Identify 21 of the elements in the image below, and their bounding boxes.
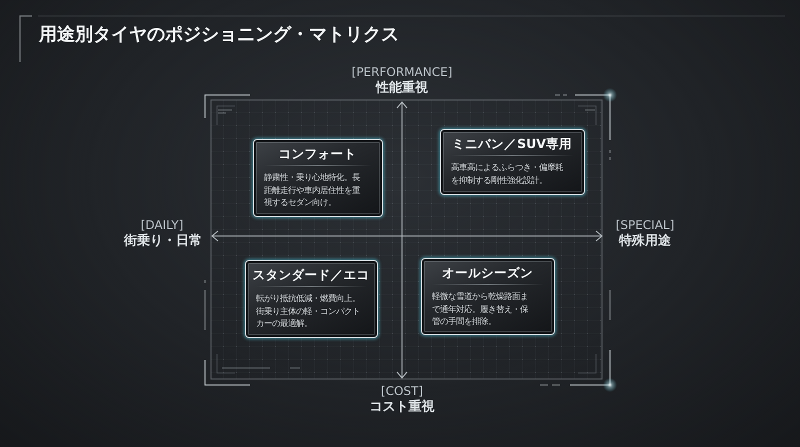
axis-label: 性能重視 [376, 81, 428, 96]
axis-label: 街乗り・日常 [124, 234, 202, 249]
box-text: 転がり抵抗低減・燃費向上。街乗り主体の軽・コンパクトカーの最適解。 [256, 292, 361, 330]
box-title: スタンダード／エコ [252, 267, 370, 283]
axis-label: [SPECIAL] [616, 219, 674, 233]
axis-label: コスト重視 [370, 400, 434, 416]
quadrant-box [253, 139, 383, 217]
axis-label: 特殊用途 [619, 234, 671, 249]
axis-label: [DAILY] [140, 219, 184, 233]
box-text: 静粛性・乗り心地特化。長距離走行や車内居住性を重視するセダン向け。 [264, 171, 362, 208]
title: 用途別タイヤのポジショニング・マトリクス [39, 25, 399, 45]
axis-label: [COST] [380, 384, 424, 398]
box-title: ミニバン／SUV専用 [452, 136, 572, 152]
quadrant-box [245, 260, 378, 338]
axis-label: [PERFORMANCE] [352, 66, 452, 80]
box-text: 軽微な雪道から乾燥路面まで通年対応。履き替え・保管の手間を排除。 [432, 290, 529, 328]
box-title: コンフォート [278, 146, 356, 162]
box-title: オールシーズン [442, 265, 533, 281]
quadrant-box [421, 258, 555, 335]
box-text: 高車高によるふらつき・偏摩耗を抑制する剛性強化設計。 [451, 161, 564, 186]
quadrant-box [440, 129, 585, 195]
